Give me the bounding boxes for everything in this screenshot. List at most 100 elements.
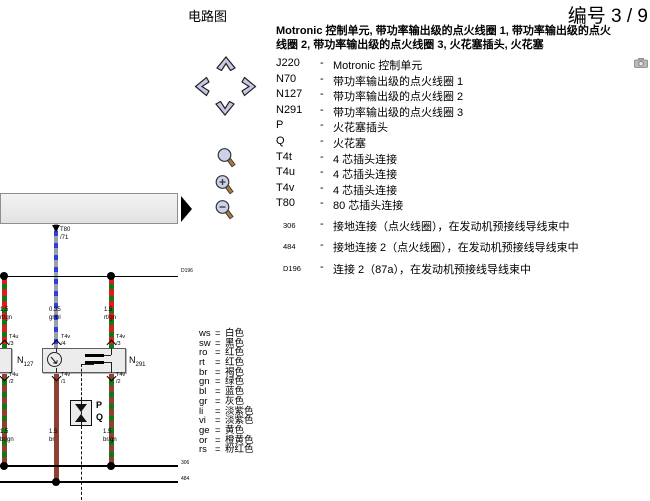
color-code-row: bl=蓝色 <box>199 386 245 398</box>
connector-label: T4v/4 <box>61 334 71 347</box>
color-code-row: ws=白色 <box>199 328 245 339</box>
connector-label: T4v/3 <box>116 334 126 347</box>
legend-row: N291-带功率输出级的点火线圈 3 <box>276 104 648 120</box>
legend-row: 306-接地连接（点火线圈），在发动机预接线导线束中 <box>276 218 648 239</box>
legend-desc: 80 芯插头连接 <box>333 200 404 213</box>
legend-desc: Motronic 控制单元 <box>333 60 423 72</box>
t80-pin-label: T80 /71 <box>60 227 71 241</box>
high-voltage-line <box>81 426 82 500</box>
legend-desc: 火花塞插头 <box>333 122 388 135</box>
color-code-row: sw=黑色 <box>199 337 245 349</box>
connection-line-d196 <box>0 275 178 277</box>
legend-desc: 接地连接 2（点火线圈），在发动机预接线导线束中 <box>333 242 579 255</box>
color-code-row: br=褐色 <box>199 366 245 378</box>
legend-row: D196-连接 2（87a），在发动机预接线导线束中 <box>276 261 648 282</box>
legend-desc: 火花塞 <box>333 137 366 150</box>
legend-row: J220 - Motronic 控制单元 <box>276 57 648 73</box>
spark-plug-symbol <box>74 414 87 422</box>
pan-left-button[interactable] <box>193 75 210 97</box>
color-code-row: or=橙黄色 <box>199 434 254 446</box>
legend-desc: 带功率输出级的点火线圈 2 <box>333 91 464 104</box>
page-title: 电路图 <box>188 9 228 24</box>
legend-key: D196 <box>283 263 301 273</box>
wire-color-table: ws=白色 sw=黑色 ro=红色 rt=红色 br=褐色 gn=绿色 bl=蓝… <box>199 329 254 455</box>
legend-key: J220 <box>276 57 300 69</box>
legend-key: 484 <box>283 242 296 252</box>
legend-key: T4v <box>276 181 295 194</box>
zoom-reset-icon[interactable] <box>216 147 237 169</box>
legend-row: T80-80 芯插头连接 <box>276 197 648 213</box>
coil-winding-symbol <box>85 353 104 357</box>
legend-desc: 带功率输出级的点火线圈 1 <box>333 75 464 88</box>
pan-down-button[interactable] <box>214 100 236 118</box>
legend-key: N70 <box>276 72 297 85</box>
legend-row: N127-带功率输出级的点火线圈 2 <box>276 88 648 104</box>
page-number: 编号 3 / 9 <box>567 6 648 27</box>
component-label-n291: N291 <box>129 355 146 368</box>
legend-key: N291 <box>276 103 303 116</box>
ground-line-484 <box>0 481 178 483</box>
wire-rt-gn-left <box>1 277 7 348</box>
legend-desc: 4 芯插头连接 <box>333 169 398 182</box>
busbar-continuation-arrow <box>181 196 192 222</box>
legend-row: T4v-4 芯插头连接 <box>276 182 648 198</box>
junction-dot <box>0 272 8 280</box>
legend-key: T80 <box>276 197 295 210</box>
color-code-row: gr=灰色 <box>199 395 245 407</box>
legend-row: 484-接地连接 2（点火线圈），在发动机预接线导线束中 <box>276 239 648 260</box>
output-stage-symbol <box>47 352 62 367</box>
legend-dash: - <box>320 57 324 69</box>
legend-desc: 带功率输出级的点火线圈 3 <box>333 106 464 119</box>
legend-desc: 4 芯插头连接 <box>333 153 398 166</box>
legend-key: T4t <box>276 150 292 163</box>
color-code-row: rs=粉红色 <box>199 444 254 456</box>
color-code-row: rt=红色 <box>199 357 245 369</box>
legend-row: N70-带功率输出级的点火线圈 1 <box>276 73 648 89</box>
color-code-row: gn=绿色 <box>199 376 245 388</box>
zoom-out-icon[interactable] <box>214 199 235 221</box>
label-p: P <box>96 400 103 410</box>
ground-306-label: 306 <box>181 460 190 466</box>
color-code-row: ro=红色 <box>199 347 245 359</box>
wire-br-gn-left <box>1 373 7 466</box>
connector-label: T4u/2 <box>9 372 19 385</box>
legend-key: P <box>276 119 284 132</box>
connector-label: T4u/3 <box>9 334 19 347</box>
connection-legend: 306-接地连接（点火线圈），在发动机预接线导线束中 484-接地连接 2（点火… <box>276 218 648 282</box>
color-code-row: vi=淡紫色 <box>199 415 254 427</box>
coil-winding-symbol <box>85 360 104 364</box>
pan-right-button[interactable] <box>241 75 259 97</box>
wire-br-middle <box>54 373 59 482</box>
connector-label: T4v/1 <box>61 372 71 385</box>
caption-line1: Motronic 控制单元, 带功率输出级的点火线圈 1, 带功率输出级的点火 <box>276 25 611 37</box>
junction-dot <box>0 462 8 470</box>
camera-icon[interactable] <box>634 58 648 71</box>
pan-up-button[interactable] <box>215 54 237 71</box>
ground-484-label: 484 <box>181 476 190 482</box>
color-code-row: ge=黄色 <box>199 424 245 436</box>
color-code-row: li=淡紫色 <box>199 405 254 417</box>
legend-desc: 连接 2（87a），在发动机预接线导线束中 <box>333 263 532 276</box>
junction-dot <box>52 478 60 486</box>
high-voltage-line <box>81 401 82 425</box>
spark-plug-connector-symbol <box>74 404 87 412</box>
t80-pin-arrow <box>51 225 60 232</box>
junction-dot <box>107 272 115 280</box>
ignition-coil-n127-box <box>0 348 12 373</box>
component-legend: J220 - Motronic 控制单元 N70-带功率输出级的点火线圈 1 N… <box>276 57 648 213</box>
legend-key: 306 <box>283 221 296 230</box>
d196-label: D196 <box>181 268 193 274</box>
zoom-in-icon[interactable] <box>214 174 235 196</box>
label-q: Q <box>96 412 104 422</box>
connector-label: T4v/2 <box>116 372 126 385</box>
legend-row: Q-火花塞 <box>276 135 648 151</box>
legend-row: P-火花塞插头 <box>276 119 648 135</box>
control-unit-busbar <box>0 193 178 224</box>
component-label-n127: N127 <box>17 355 34 368</box>
